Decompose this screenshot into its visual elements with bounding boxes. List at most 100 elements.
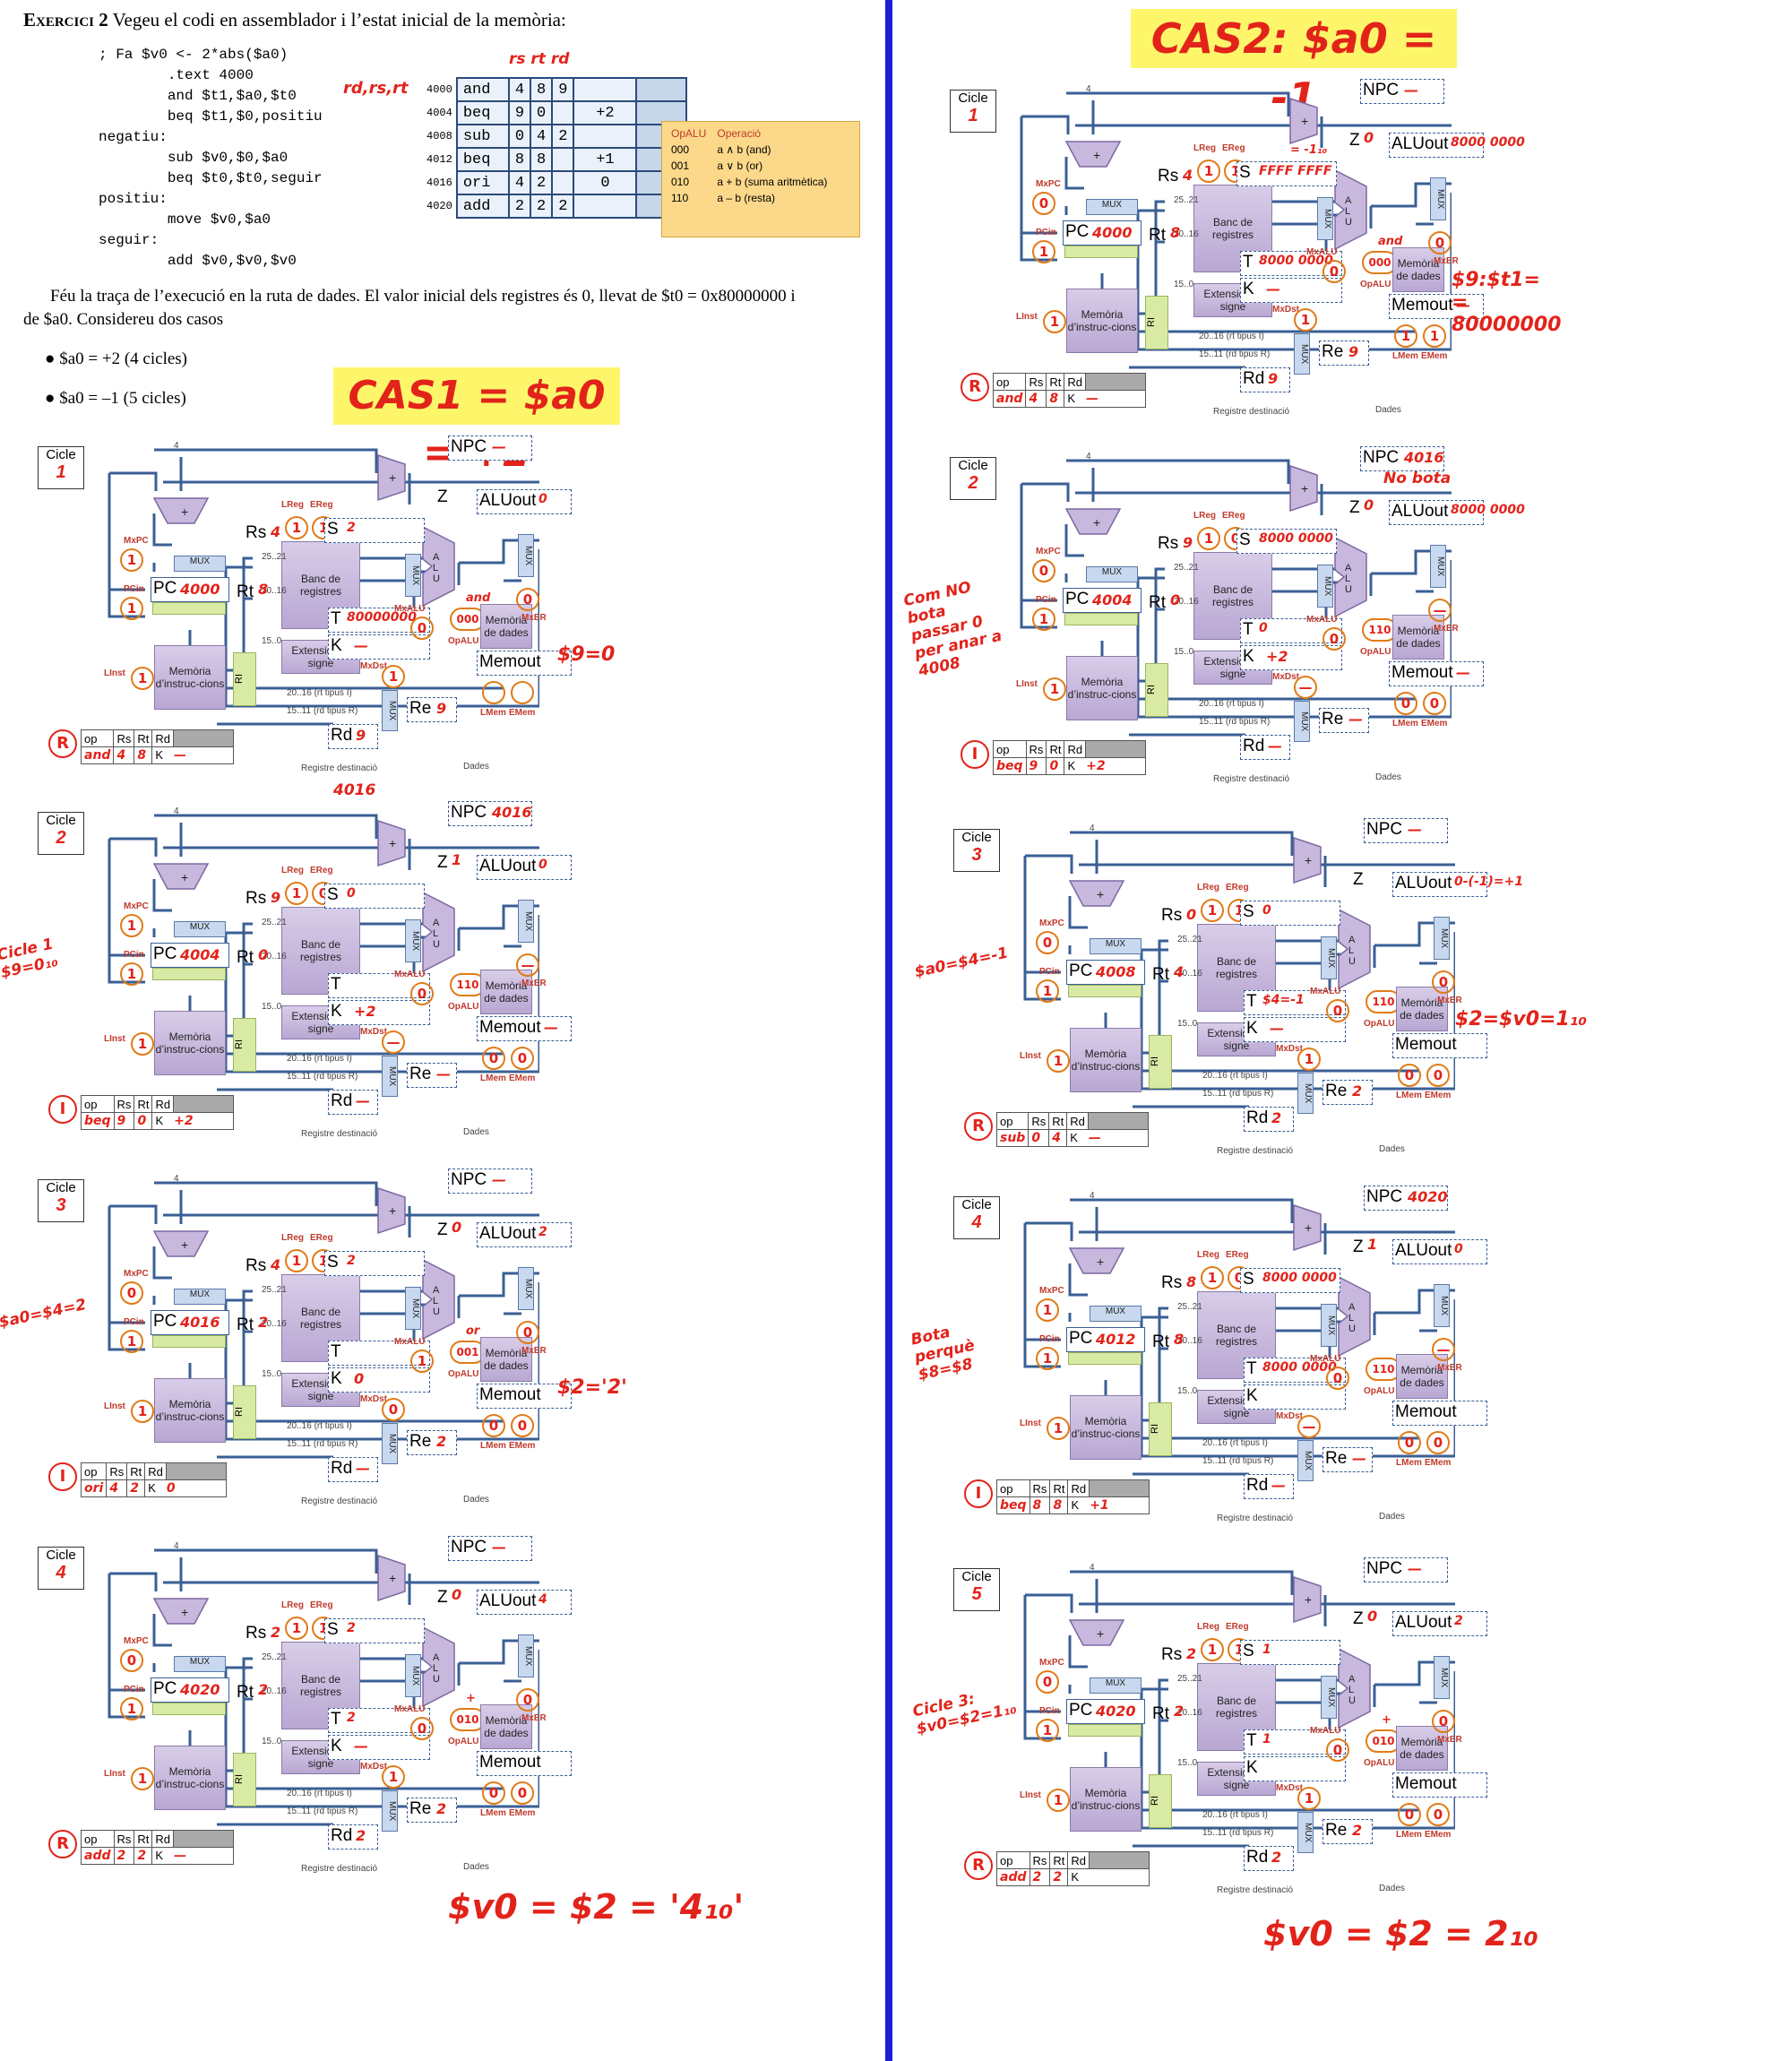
rd-value: 2 xyxy=(356,1827,366,1844)
field-rt-type-i: 20..16 (rt tipus I) xyxy=(287,1054,352,1064)
t-label: T xyxy=(1246,992,1257,1011)
data-memory: Memòria de dades xyxy=(1396,987,1448,1031)
er-mux: MUX xyxy=(1434,1656,1450,1699)
ir-k-value: 0 xyxy=(166,1481,176,1496)
ir-op-value: add xyxy=(1000,1870,1027,1884)
opalu-name: + xyxy=(1382,1713,1391,1727)
pc-label: PC xyxy=(153,1679,177,1698)
re-register: Re— xyxy=(1319,708,1369,733)
npc-label: NPC xyxy=(451,437,487,456)
field-20-16: 20..16 xyxy=(1174,229,1199,239)
s-value: FFFF FFFF xyxy=(1259,164,1332,178)
field-rd-type-r: 15..11 (rd tipus R) xyxy=(287,1807,358,1816)
dades-label: Dades xyxy=(1379,1512,1405,1522)
rd-value: 2 xyxy=(1271,1849,1282,1866)
ir-k-value: — xyxy=(1086,392,1098,406)
memory-cell-d xyxy=(573,194,638,219)
ir-rt-value: 0 xyxy=(1049,759,1059,773)
z-value: 0 xyxy=(1364,129,1374,146)
t-value: 8000 0000 xyxy=(1262,1360,1337,1375)
mxdst-label: MxDst xyxy=(360,1394,388,1404)
lreg-label: LReg xyxy=(281,1233,304,1243)
four-constant: 4 xyxy=(174,1541,179,1551)
ir-header-ir_rs: Rs xyxy=(106,1462,128,1480)
memout-register: Memout xyxy=(477,651,572,676)
ir-rs: 9 xyxy=(113,1112,135,1130)
k-register: K+2 xyxy=(1240,645,1342,670)
opalu-header: OpALU xyxy=(671,127,707,140)
z-label: Z xyxy=(1353,1609,1364,1628)
data-memory: Memòria de dades xyxy=(1396,1354,1448,1399)
ir-header-ir_op: op xyxy=(80,729,115,747)
memout-register: Memout— xyxy=(1389,294,1484,319)
rs-value: 9 xyxy=(1183,534,1193,551)
ir-k: K— xyxy=(151,1847,235,1865)
code-line: seguir: xyxy=(99,232,159,248)
alu-b-mux: MUX xyxy=(1321,936,1337,979)
emem-label: EMem xyxy=(1425,1830,1452,1840)
rd-value: — xyxy=(356,1092,370,1109)
dades-label: Dades xyxy=(463,1127,489,1137)
ir-header-ir_rt: Rt xyxy=(134,1830,153,1848)
mxer-signal: — xyxy=(1432,1338,1455,1361)
mxer-label: MxER xyxy=(1434,624,1459,634)
memout-register: Memout xyxy=(477,1751,572,1776)
memory-cell-b: 8 xyxy=(530,77,554,102)
mxalu-label: MxALU xyxy=(1310,987,1341,996)
ir-header-ir_rd: Rd xyxy=(1067,1851,1090,1869)
ir-rt: 0 xyxy=(1046,757,1065,775)
mxpc-label: MxPC xyxy=(1039,918,1064,928)
rd-register: Rd— xyxy=(1244,1474,1294,1499)
rt-label: Rt xyxy=(1152,965,1169,984)
ir-rs-value: 8 xyxy=(1032,1498,1042,1513)
rt-label: Rt xyxy=(1152,1704,1169,1723)
pc-label: PC xyxy=(153,579,177,598)
mxdst-signal: 0 xyxy=(382,1398,405,1421)
mxalu-label: MxALU xyxy=(394,970,426,979)
svg-text:+: + xyxy=(181,1605,188,1619)
mxpc-signal: 1 xyxy=(120,914,143,937)
t-label: T xyxy=(331,1342,341,1361)
emem-signal: 0 xyxy=(1426,1064,1450,1087)
instruction-type-marker: I xyxy=(48,1095,77,1124)
pcin-signal: 1 xyxy=(1036,1719,1059,1742)
s-label: S xyxy=(1239,163,1251,182)
memout-label: Memout xyxy=(479,1018,541,1037)
pcin-signal: 1 xyxy=(120,962,143,986)
data-memory: Memòria de dades xyxy=(480,604,532,649)
regdest-label: Registre destinació xyxy=(1217,1146,1294,1156)
mxalu-signal: 0 xyxy=(1326,999,1349,1022)
linst-signal: 1 xyxy=(131,1032,154,1056)
regdest-label: Registre destinació xyxy=(1213,407,1290,417)
svg-text:+: + xyxy=(1305,1220,1312,1235)
emem-signal: 1 xyxy=(1423,324,1446,348)
ir-header-shade xyxy=(172,729,234,747)
alu-b-mux: MUX xyxy=(405,919,421,962)
rs-label: Rs xyxy=(246,889,267,908)
ir-header-ir_rt: Rt xyxy=(134,729,153,747)
svg-text:+: + xyxy=(1305,853,1312,867)
instruction-memory: Memòria d’instruc-cions xyxy=(154,1011,226,1075)
instruction-type-marker: R xyxy=(964,1851,993,1880)
alu-label: A L U xyxy=(433,918,440,950)
instruction-type-marker: R xyxy=(48,1830,77,1858)
lreg-signal: 1 xyxy=(285,882,308,905)
ir-rs-value: 9 xyxy=(1029,759,1038,773)
lreg-label: LReg xyxy=(1197,1622,1219,1632)
mxer-label: MxER xyxy=(1437,996,1462,1005)
er-mux: MUX xyxy=(518,1267,534,1310)
rd-value: 9 xyxy=(356,727,366,744)
data-memory: Memòria de dades xyxy=(1392,615,1444,660)
